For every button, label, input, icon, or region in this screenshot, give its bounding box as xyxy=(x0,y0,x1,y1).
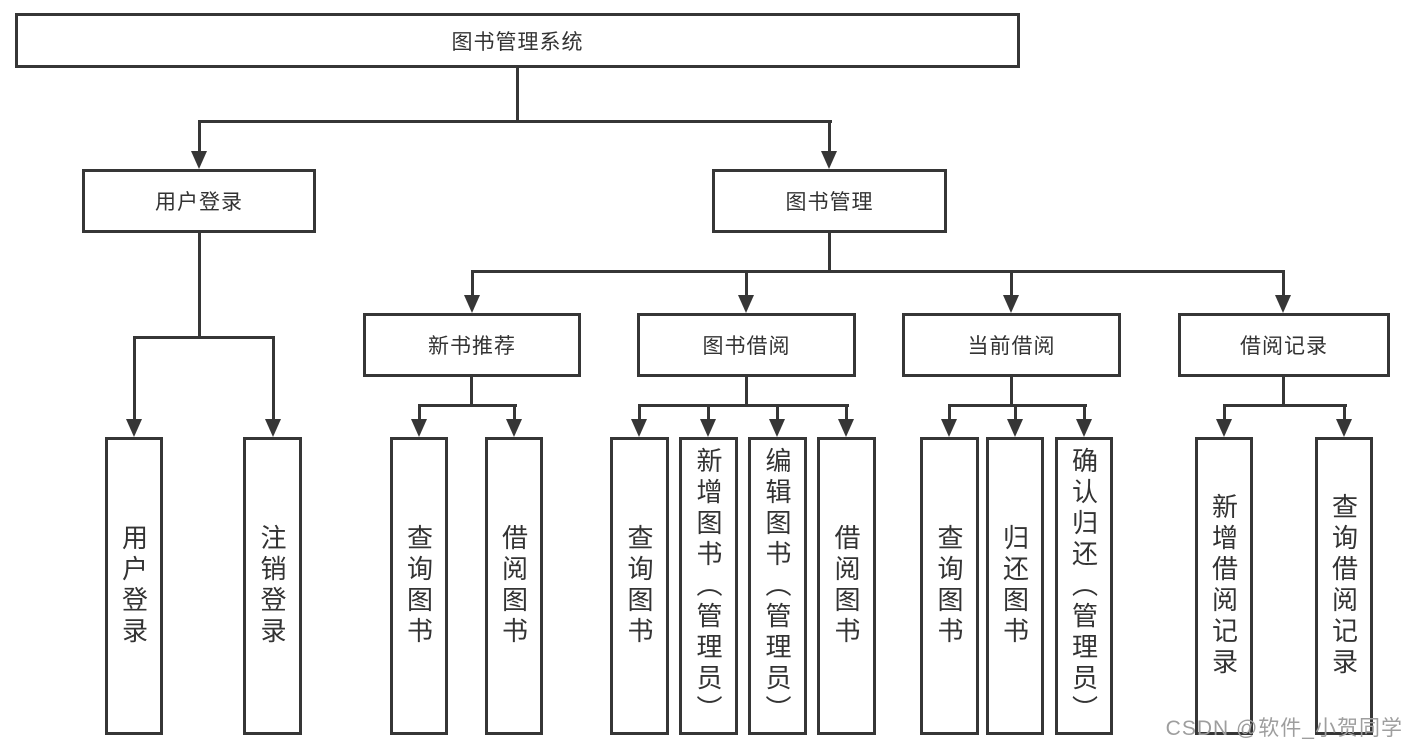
arrow-down-icon xyxy=(821,151,837,169)
arrow-down-icon xyxy=(1007,419,1023,437)
connector-line xyxy=(1014,404,1017,424)
connector-line xyxy=(1010,270,1013,300)
connector-line xyxy=(1010,377,1013,407)
csdn-watermark: CSDN @软件_小贺同学 xyxy=(1165,717,1403,740)
leaf-label: 查询图书 xyxy=(403,524,434,648)
connector-line xyxy=(745,270,748,300)
arrow-down-icon xyxy=(769,419,785,437)
node-label: 当前借阅 xyxy=(967,335,1056,358)
connector-line xyxy=(948,404,951,424)
leaf-query-books-recommend: 查询图书 xyxy=(390,437,448,735)
leaf-add-borrow-record: 新增借阅记录 xyxy=(1195,437,1253,735)
leaf-return-book: 归还图书 xyxy=(986,437,1044,735)
leaf-logout: 注销登录 xyxy=(243,437,302,735)
connector-line xyxy=(1223,404,1347,407)
arrow-down-icon xyxy=(1216,419,1232,437)
connector-line xyxy=(745,377,748,407)
arrow-down-icon xyxy=(1076,419,1092,437)
leaf-add-book-admin: 新增图书（管理员） xyxy=(679,437,738,735)
connector-line xyxy=(828,120,831,156)
node-book-management: 图书管理 xyxy=(712,169,947,233)
arrow-down-icon xyxy=(411,419,427,437)
leaf-label: 借阅图书 xyxy=(831,524,861,648)
arrow-down-icon xyxy=(941,419,957,437)
leaf-borrow-books: 借阅图书 xyxy=(817,437,876,735)
leaf-confirm-return-admin: 确认归还（管理员） xyxy=(1055,437,1113,735)
node-label: 用户登录 xyxy=(155,191,243,214)
connector-line xyxy=(828,233,831,273)
arrow-down-icon xyxy=(1003,295,1019,313)
node-borrow-records: 借阅记录 xyxy=(1178,313,1390,377)
connector-line xyxy=(1343,404,1346,424)
connector-line xyxy=(845,404,848,424)
arrow-down-icon xyxy=(1336,419,1352,437)
connector-line xyxy=(133,336,136,424)
arrow-down-icon xyxy=(700,419,716,437)
node-current-borrow: 当前借阅 xyxy=(902,313,1121,377)
leaf-label: 新增借阅记录 xyxy=(1208,493,1239,679)
arrow-down-icon xyxy=(191,151,207,169)
arrow-down-icon xyxy=(738,295,754,313)
connector-line xyxy=(1223,404,1226,424)
node-label: 图书管理 xyxy=(785,191,874,214)
connector-line xyxy=(133,336,275,339)
leaf-label: 查询图书 xyxy=(934,524,964,648)
arrow-down-icon xyxy=(126,419,142,437)
leaf-query-borrow-record: 查询借阅记录 xyxy=(1315,437,1373,735)
arrow-down-icon xyxy=(265,419,281,437)
connector-line xyxy=(198,120,201,156)
node-new-book-recommend: 新书推荐 xyxy=(363,313,581,377)
leaf-label: 归还图书 xyxy=(999,524,1030,648)
leaf-borrow-books-recommend: 借阅图书 xyxy=(485,437,543,735)
node-book-management-system: 图书管理系统 xyxy=(15,13,1020,68)
leaf-label: 用户登录 xyxy=(118,524,149,648)
connector-line xyxy=(198,233,201,339)
leaf-label: 确认归还（管理员） xyxy=(1068,446,1099,726)
connector-line xyxy=(776,404,779,424)
arrow-down-icon xyxy=(631,419,647,437)
connector-line xyxy=(471,270,1285,273)
connector-line xyxy=(1083,404,1086,424)
leaf-label: 查询借阅记录 xyxy=(1328,493,1359,679)
node-user-login: 用户登录 xyxy=(82,169,316,233)
connector-line xyxy=(1282,377,1285,407)
arrow-down-icon xyxy=(506,419,522,437)
leaf-label: 新增图书（管理员） xyxy=(693,446,723,726)
node-label: 图书管理系统 xyxy=(451,30,584,54)
node-label: 图书借阅 xyxy=(702,335,791,358)
leaf-label: 借阅图书 xyxy=(498,524,529,648)
connector-line xyxy=(471,270,474,300)
connector-line xyxy=(638,404,641,424)
leaf-label: 编辑图书（管理员） xyxy=(762,446,792,726)
connector-line xyxy=(418,404,421,424)
leaf-user-login: 用户登录 xyxy=(105,437,163,735)
leaf-label: 注销登录 xyxy=(257,524,287,648)
node-label: 借阅记录 xyxy=(1240,335,1328,358)
leaf-edit-book-admin: 编辑图书（管理员） xyxy=(748,437,807,735)
arrow-down-icon xyxy=(464,295,480,313)
connector-line xyxy=(198,120,832,123)
node-book-borrow: 图书借阅 xyxy=(637,313,856,377)
leaf-query-books-borrow: 查询图书 xyxy=(610,437,669,735)
connector-line xyxy=(707,404,710,424)
arrow-down-icon xyxy=(838,419,854,437)
connector-line xyxy=(418,404,517,407)
leaf-query-books-current: 查询图书 xyxy=(920,437,979,735)
connector-line xyxy=(516,68,519,123)
node-label: 新书推荐 xyxy=(428,335,516,358)
connector-line xyxy=(513,404,516,424)
connector-line xyxy=(272,336,275,424)
connector-line xyxy=(948,404,1087,407)
connector-line xyxy=(1282,270,1285,300)
connector-line xyxy=(638,404,849,407)
leaf-label: 查询图书 xyxy=(624,524,654,648)
arrow-down-icon xyxy=(1275,295,1291,313)
connector-line xyxy=(470,377,473,407)
